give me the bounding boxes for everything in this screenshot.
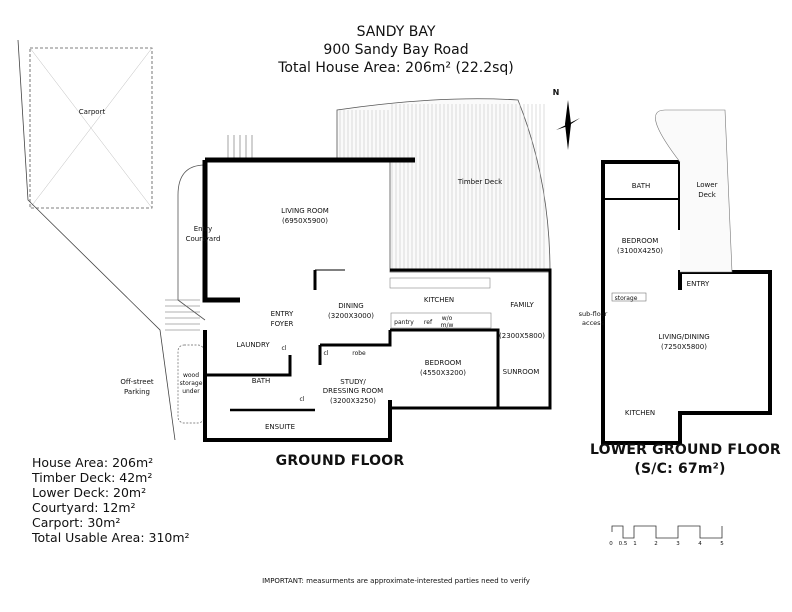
svg-text:SUNROOM: SUNROOM — [503, 368, 540, 376]
svg-text:access: access — [582, 319, 605, 327]
total-house-area: Total House Area: 206m² (22.2sq) — [278, 60, 514, 76]
svg-text:(4550X3200): (4550X3200) — [420, 369, 466, 377]
svg-text:pantry: pantry — [394, 319, 414, 326]
carport — [17, 39, 176, 441]
svg-text:N: N — [553, 88, 560, 97]
area-item: Lower Deck: 20m² — [32, 485, 147, 500]
svg-text:(3200X3000): (3200X3000) — [328, 312, 374, 320]
ground-floor-title: GROUND FLOOR — [275, 453, 405, 469]
storage-box — [611, 292, 647, 302]
plan-title: SANDY BAY — [356, 24, 436, 40]
entry-courtyard — [177, 164, 206, 321]
area-item: Timber Deck: 42m² — [32, 470, 153, 485]
disclaimer-note: IMPORTANT: measurments are approximate-i… — [262, 577, 530, 585]
entry-steps — [165, 135, 253, 331]
svg-text:2: 2 — [654, 541, 658, 547]
svg-text:(2300X5800): (2300X5800) — [499, 332, 545, 340]
svg-text:BEDROOM: BEDROOM — [622, 237, 659, 245]
room-labels: Carport Entry Courtyard Timber Deck Off-… — [79, 108, 718, 431]
timber-deck — [336, 98, 551, 273]
svg-text:Entry: Entry — [194, 225, 213, 233]
svg-text:0.5: 0.5 — [619, 541, 628, 547]
svg-text:ref: ref — [424, 319, 433, 326]
svg-text:cl: cl — [324, 350, 329, 357]
svg-text:sub-floor: sub-floor — [579, 310, 608, 318]
pantry-bench — [390, 312, 492, 329]
svg-text:ENTRY: ENTRY — [271, 310, 294, 318]
svg-text:ENTRY: ENTRY — [687, 280, 710, 288]
svg-text:w/o: w/o — [442, 315, 453, 322]
svg-text:LIVING ROOM: LIVING ROOM — [281, 207, 329, 215]
svg-text:Parking: Parking — [124, 388, 150, 396]
svg-text:cl: cl — [300, 396, 305, 403]
lower-floor-title: LOWER GROUND FLOOR — [590, 442, 781, 458]
svg-text:FAMILY: FAMILY — [510, 301, 534, 309]
svg-text:(6950X5900): (6950X5900) — [282, 217, 328, 225]
svg-text:Courtyard: Courtyard — [186, 235, 221, 243]
svg-text:FOYER: FOYER — [271, 320, 294, 328]
svg-text:KITCHEN: KITCHEN — [424, 296, 454, 304]
svg-text:4: 4 — [698, 541, 702, 547]
area-item: Carport: 30m² — [32, 515, 121, 530]
svg-text:KITCHEN: KITCHEN — [625, 409, 655, 417]
svg-text:under: under — [182, 388, 200, 395]
lower-floor-subtitle: (S/C: 67m²) — [634, 461, 726, 477]
svg-text:m/w: m/w — [441, 322, 454, 329]
area-summary: House Area: 206m² Timber Deck: 42m² Lowe… — [32, 455, 190, 545]
svg-text:Off-street: Off-street — [120, 378, 154, 386]
svg-text:1: 1 — [633, 541, 637, 547]
ground-floor-walls — [202, 157, 552, 442]
svg-text:Timber Deck: Timber Deck — [457, 178, 503, 186]
svg-text:cl: cl — [282, 345, 287, 352]
svg-text:STUDY/: STUDY/ — [340, 378, 366, 386]
svg-text:3: 3 — [676, 541, 680, 547]
north-arrow-icon: N — [553, 88, 580, 150]
svg-text:(3200X3250): (3200X3250) — [330, 397, 376, 405]
svg-text:5: 5 — [720, 541, 724, 547]
svg-text:LIVING/DINING: LIVING/DINING — [658, 333, 709, 341]
svg-text:storage: storage — [615, 295, 638, 302]
svg-text:DRESSING ROOM: DRESSING ROOM — [323, 387, 383, 395]
svg-text:BEDROOM: BEDROOM — [425, 359, 462, 367]
svg-text:BATH: BATH — [632, 182, 651, 190]
svg-text:LAUNDRY: LAUNDRY — [236, 341, 270, 349]
svg-text:Lower: Lower — [697, 181, 718, 189]
area-item: Courtyard: 12m² — [32, 500, 136, 515]
svg-text:ENSUITE: ENSUITE — [265, 423, 295, 431]
kitchen-bench — [389, 277, 491, 289]
svg-text:(3100X4250): (3100X4250) — [617, 247, 663, 255]
svg-text:robe: robe — [352, 350, 366, 357]
plan-address: 900 Sandy Bay Road — [323, 42, 469, 58]
area-item: House Area: 206m² — [32, 455, 154, 470]
svg-text:(7250X5800): (7250X5800) — [661, 343, 707, 351]
svg-text:wood: wood — [183, 372, 199, 379]
svg-text:DINING: DINING — [338, 302, 363, 310]
svg-text:Deck: Deck — [698, 191, 717, 199]
lower-deck — [655, 109, 733, 273]
svg-text:storage: storage — [180, 380, 203, 387]
scale-bar: 0 0.5 1 2 3 4 5 — [609, 525, 724, 547]
svg-text:BATH: BATH — [252, 377, 271, 385]
svg-text:Carport: Carport — [79, 108, 106, 116]
svg-text:0: 0 — [609, 541, 613, 547]
area-item: Total Usable Area: 310m² — [32, 530, 190, 545]
